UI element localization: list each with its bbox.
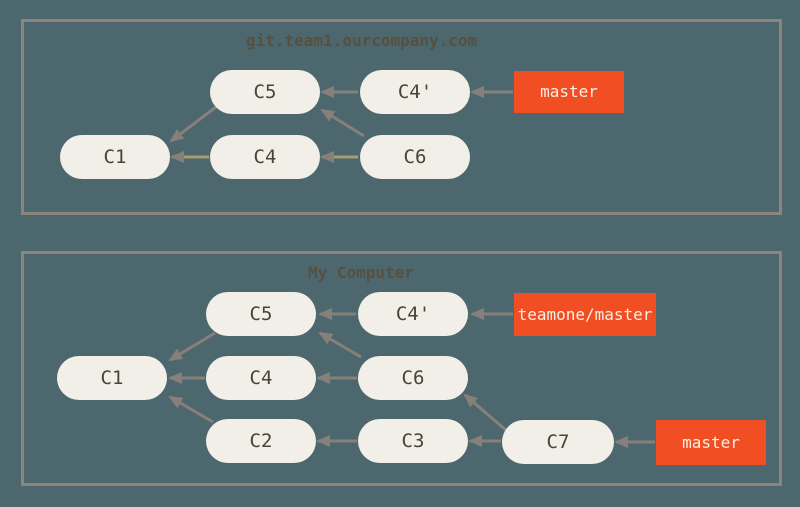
commit-node-c4-prime: C4'	[360, 70, 470, 114]
commit-node-c6: C6	[360, 135, 470, 179]
commit-node-c5: C5	[206, 292, 316, 336]
commit-node-c5: C5	[210, 70, 320, 114]
commit-node-c1: C1	[57, 356, 167, 400]
remote-repo-title: git.team1.ourcompany.com	[246, 31, 478, 50]
branch-label-master-local: master	[656, 420, 766, 465]
branch-label-master-remote: master	[514, 71, 624, 113]
branch-label-teamone-master: teamone/master	[514, 293, 656, 336]
commit-node-c1: C1	[60, 135, 170, 179]
commit-node-c3: C3	[358, 419, 468, 463]
commit-node-c4-prime: C4'	[358, 292, 468, 336]
commit-node-c4: C4	[210, 135, 320, 179]
commit-node-c6: C6	[358, 356, 468, 400]
commit-node-c2: C2	[206, 419, 316, 463]
local-repo-box	[21, 251, 782, 486]
commit-node-c7: C7	[502, 420, 614, 464]
remote-repo-box	[21, 19, 782, 215]
local-repo-title: My Computer	[308, 263, 414, 282]
commit-node-c4: C4	[206, 356, 316, 400]
